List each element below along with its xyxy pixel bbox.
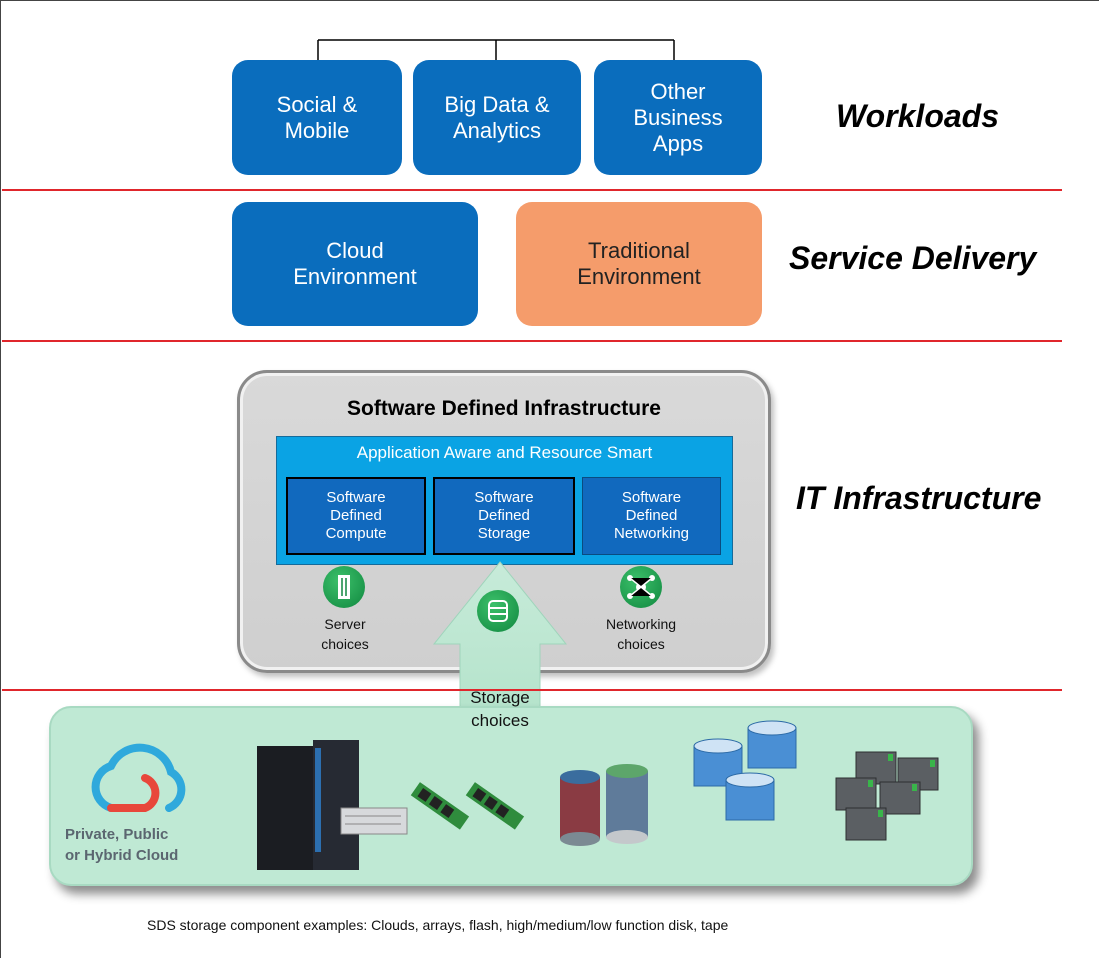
storage-icon [477,590,519,632]
sd-networking-label: Software Defined Networking [613,489,690,542]
sd-storage-label: Software Defined Storage [474,489,534,542]
workload-label: Big Data & Analytics [444,91,550,143]
workload-other-apps: Other Business Apps [594,60,762,175]
sd-storage-box: Software Defined Storage [433,477,575,555]
workload-label: Social & Mobile [276,91,358,143]
storage-choices-text: Storage choices [470,688,530,730]
divider-line [2,340,1062,342]
server-choices-text: Server choices [321,616,369,652]
storage-panel: Private, Public or Hybrid Cloud [49,706,973,886]
cloud-environment-box: Cloud Environment [232,202,478,326]
sdi-title: Software Defined Infrastructure [347,397,661,420]
sd-compute-box: Software Defined Compute [286,477,426,555]
traditional-environment-box: Traditional Environment [516,202,762,326]
networking-choices-label: Networking choices [591,614,691,654]
label-it-infrastructure: IT Infrastructure [796,480,1042,516]
database-icon [693,720,797,821]
storage-choices-label: Storage choices [440,686,560,732]
cloud-icon [91,743,186,812]
networking-choices-text: Networking choices [605,616,677,652]
divider-line [2,689,1062,691]
divider-line [2,189,1062,191]
application-aware-title: Application Aware and Resource Smart [356,443,653,462]
server-icon [323,566,365,608]
cloud-environment-label: Cloud Environment [293,238,417,289]
server-choices-label: Server choices [300,614,390,654]
flash-modules-icon [410,782,525,830]
disk-stack-icon [560,764,648,846]
traditional-environment-label: Traditional Environment [577,238,701,289]
label-service-delivery: Service Delivery [789,240,1037,276]
label-workloads: Workloads [836,98,999,134]
sdi-container: Software Defined Infrastructure Applicat… [237,370,771,673]
workload-big-data: Big Data & Analytics [413,60,581,175]
workloads-connector [317,39,675,60]
workload-social-mobile: Social & Mobile [232,60,402,175]
cloud-label-text: Private, Public or Hybrid Cloud [65,826,179,864]
networking-icon [620,566,662,608]
cloud-label: Private, Public or Hybrid Cloud [65,824,225,866]
application-aware-box: Application Aware and Resource Smart Sof… [276,436,733,565]
caption: SDS storage component examples: Clouds, … [147,917,729,933]
server-rack-icon [257,740,408,870]
sd-networking-box: Software Defined Networking [582,477,721,555]
tape-cartridges-icon [835,751,939,841]
workload-label: Other Business Apps [633,78,723,156]
sd-compute-label: Software Defined Compute [325,489,387,542]
